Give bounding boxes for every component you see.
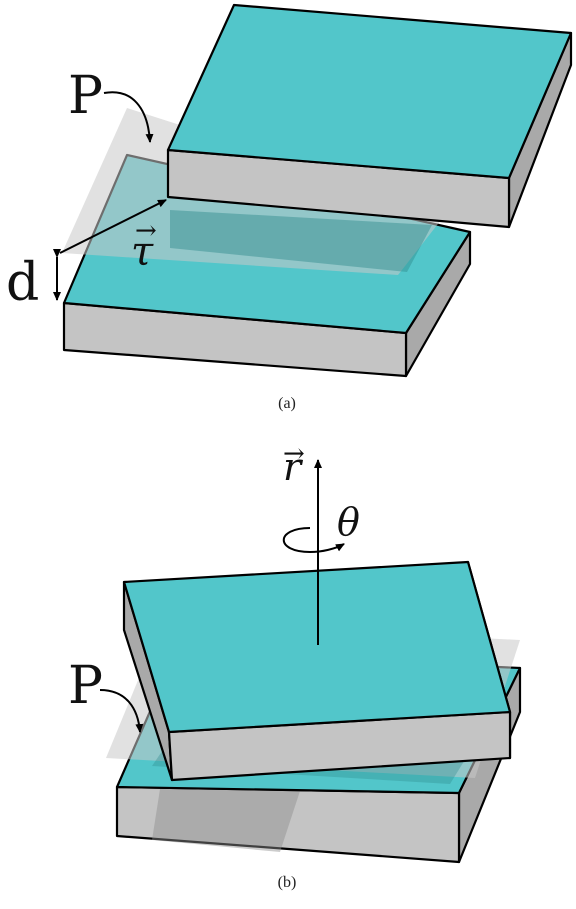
- top-slab-a-top-face: [166, 3, 573, 180]
- plane-pointer-b: [99, 689, 144, 733]
- bottom-slab-b-front-shadow: [152, 789, 300, 852]
- caption-b: (b): [278, 874, 297, 891]
- shadow-a: [170, 210, 432, 272]
- plane-label-b: P: [68, 656, 103, 716]
- top-slab-b-top-face: [122, 560, 512, 734]
- figure-a: P d → τ (a): [6, 3, 573, 412]
- axis-r-arrow-accent: →: [283, 439, 305, 469]
- tau-vector-arrow-accent: →: [135, 216, 157, 246]
- displacement-label-d: d: [6, 253, 39, 313]
- plane-pointer-a: [103, 91, 154, 143]
- theta-label: θ: [337, 500, 360, 544]
- top-slab-a: [166, 3, 573, 229]
- axis-r-label: r: [283, 445, 304, 489]
- plane-label-a: P: [68, 66, 103, 126]
- caption-a: (a): [278, 395, 296, 412]
- rotation-arc-theta: [282, 527, 345, 554]
- top-slab-b: [122, 560, 512, 782]
- tau-vector-label: τ: [131, 229, 154, 275]
- tau-vector-arrow: [59, 199, 167, 254]
- figure-b: → r θ P (b): [68, 439, 522, 891]
